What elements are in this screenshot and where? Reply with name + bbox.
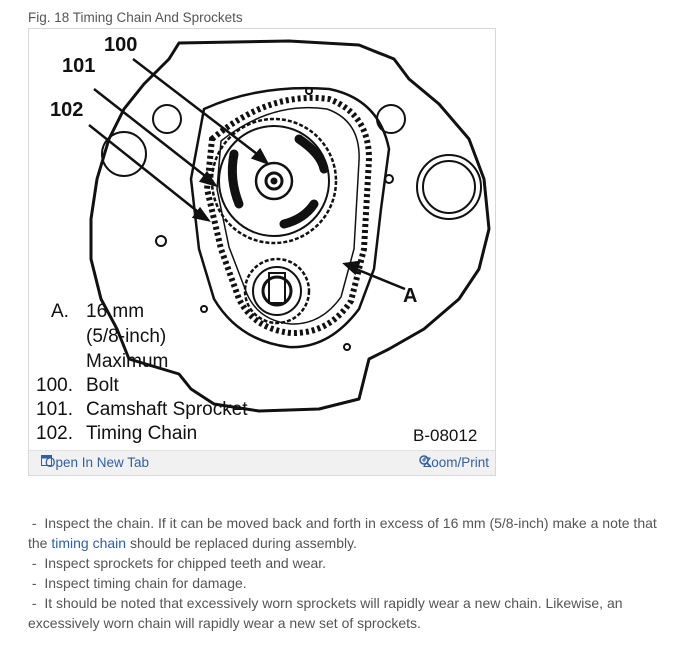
legend-item-100-num: 100. (36, 375, 73, 396)
camshaft-sprocket (210, 117, 338, 245)
legend-item-100-text: Bolt (86, 375, 119, 396)
legend-a-line2: (5/8-inch) (86, 326, 166, 347)
instruction-1: - Inspect the chain. If it can be moved … (28, 515, 657, 551)
timing-chain-link[interactable]: timing chain (51, 535, 127, 551)
legend-item-102-text: Timing Chain (86, 423, 197, 444)
legend-a-line1: 16 mm (86, 301, 144, 322)
callout-102: 102 (50, 99, 83, 121)
legend: A. 16 mm (5/8-inch) Maximum 100. Bolt 10… (36, 301, 248, 444)
figure-toolbar: Open In New Tab Zoom/Print (29, 450, 495, 475)
legend-item-101-num: 101. (36, 399, 73, 420)
timing-cover-outline (189, 86, 391, 349)
callout-101: 101 (62, 55, 95, 77)
zoom-print-label: Zoom/Print (422, 455, 489, 470)
legend-a-line3: Maximum (86, 351, 168, 372)
figure-code: B-08012 (413, 426, 477, 445)
timing-chain (203, 94, 373, 337)
instruction-3: - Inspect timing chain for damage. (31, 575, 247, 591)
leader-lines (88, 58, 406, 291)
figure-panel: 100 101 102 A A. 16 mm (5/8-inch) Maximu… (28, 28, 496, 476)
legend-item-101-text: Camshaft Sprocket (86, 399, 248, 420)
callout-A: A (403, 285, 417, 307)
open-in-new-tab-link[interactable]: Open In New Tab (41, 455, 149, 470)
block-features (101, 87, 482, 351)
instruction-2: - Inspect sprockets for chipped teeth an… (31, 555, 327, 571)
crankshaft-sprocket (243, 257, 311, 325)
timing-chain-diagram: 100 101 102 A A. 16 mm (5/8-inch) Maximu… (36, 34, 491, 445)
zoom-print-link[interactable]: Zoom/Print (419, 455, 489, 470)
legend-item-102-num: 102. (36, 423, 73, 444)
open-in-new-tab-label: Open In New Tab (45, 455, 150, 470)
figure-title: Fig. 18 Timing Chain And Sprockets (28, 10, 243, 25)
instructions-text: - Inspect the chain. If it can be moved … (28, 513, 658, 633)
callout-100: 100 (104, 34, 137, 56)
instruction-4: - It should be noted that excessively wo… (28, 595, 623, 631)
legend-a-label: A. (51, 301, 69, 322)
engine-block-outline (89, 39, 491, 413)
